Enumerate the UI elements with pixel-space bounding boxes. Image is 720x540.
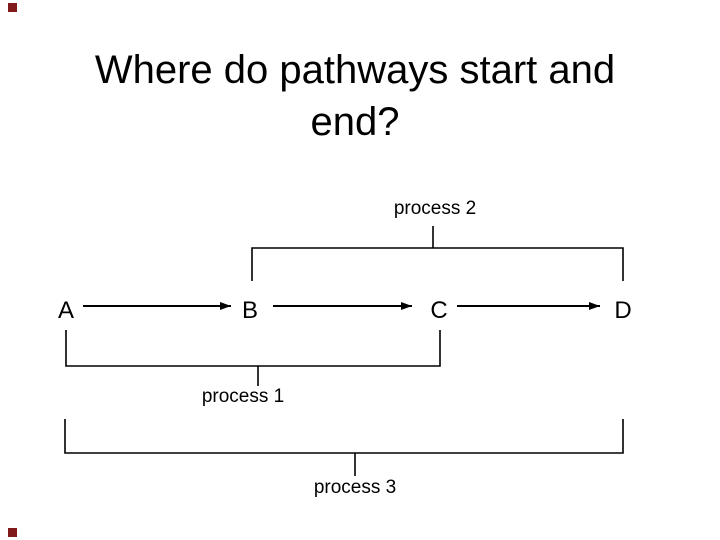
node-c: C [430,297,448,324]
process-3-bracket [64,419,624,454]
process-3-label: process 3 [313,477,397,498]
corner-marker-bottom-left [8,528,17,537]
title-line-2: end? [310,100,400,144]
process-1-label: process 1 [201,386,285,407]
node-a: A [57,297,74,324]
process-2-label: process 2 [393,198,477,219]
slide-title: Where do pathways start and end? [50,44,660,148]
process-1-bracket [65,330,441,367]
node-d: D [614,297,632,324]
node-b: B [241,297,258,324]
process-2-bracket [251,247,624,281]
title-line-1: Where do pathways start and [94,48,616,92]
corner-marker-top-left [8,3,17,12]
